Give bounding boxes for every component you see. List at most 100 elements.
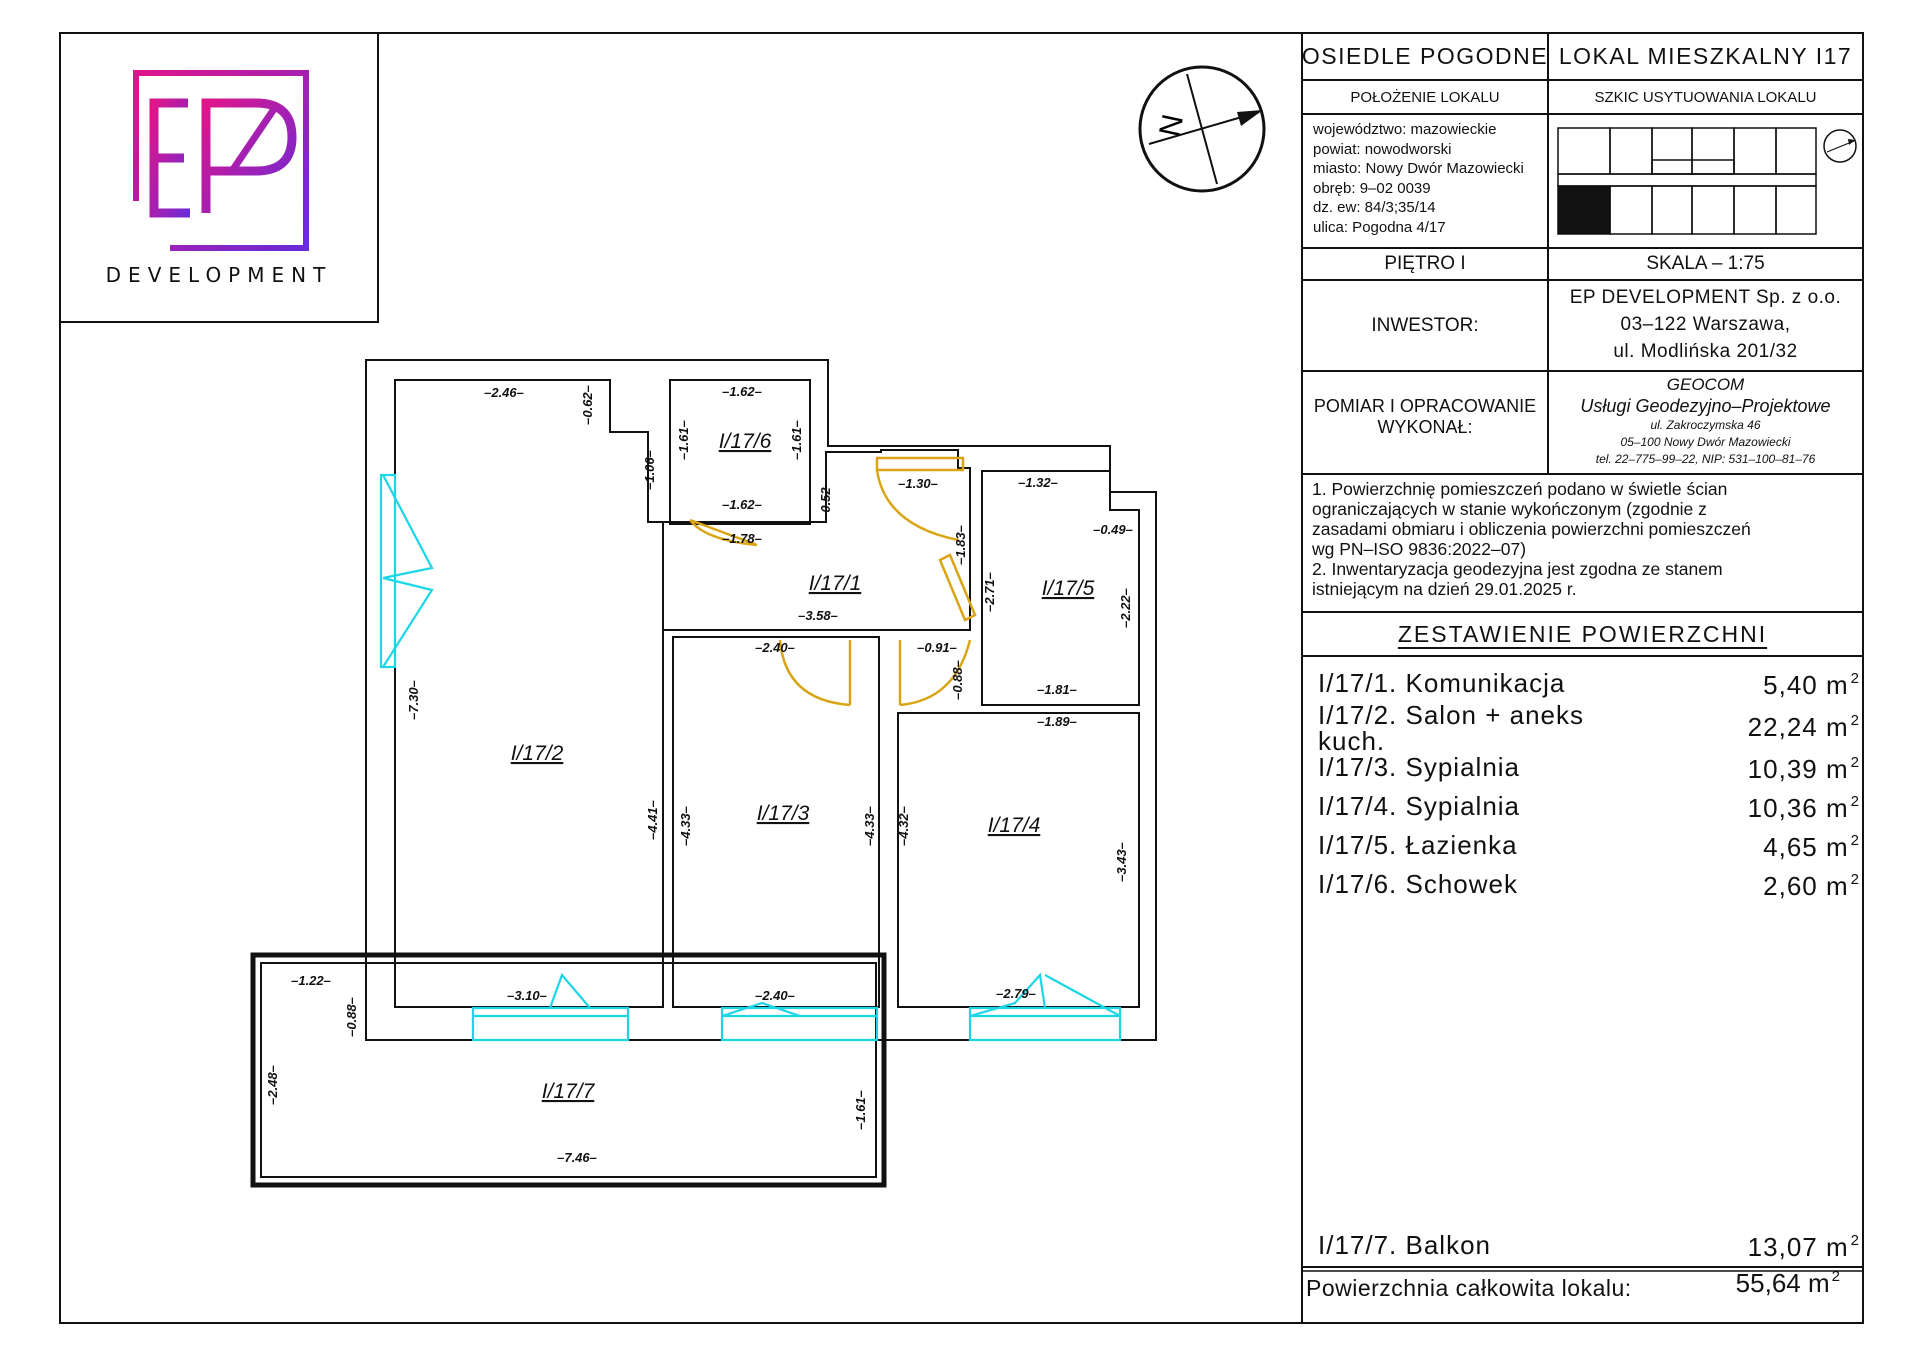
survey-label-line: POMIAR I OPRACOWANIE [1313, 396, 1537, 416]
outer-wall [365, 359, 1157, 1041]
dimension-label: –1.61– [853, 1090, 868, 1130]
dimension-label: –1.30– [898, 476, 938, 491]
door-swing [689, 518, 758, 547]
location-line: miasto: Nowy Dwór Mazowiecki [1313, 160, 1524, 177]
dimension-label: –7.30– [406, 680, 421, 720]
room-name: I/17/5. Łazienka [1318, 830, 1518, 860]
room-name: I/17/3. Sypialnia [1318, 752, 1521, 782]
investor-line: 03–122 Warszawa, [1620, 314, 1791, 335]
room-outline [669, 379, 811, 525]
room-labels: I/17/1I/17/2I/17/3I/17/4I/17/5I/17/6I/17… [511, 430, 1095, 1103]
surveyor-line: Usługi Geodezyjno–Projektowe [1580, 396, 1831, 416]
ep-development-logo: DEVELOPMENT [106, 70, 333, 287]
note-line: 2. Inwentaryzacja geodezyjna jest zgodna… [1312, 559, 1723, 579]
room-label: I/17/4 [988, 814, 1041, 837]
floor-plan: I/17/1I/17/2I/17/3I/17/4I/17/5I/17/6I/17… [250, 359, 1157, 1188]
note-line: 1. Powierzchnię pomieszczeń podano w świ… [1312, 479, 1728, 499]
room-label: I/17/2 [511, 742, 564, 765]
door-swing [778, 639, 852, 707]
room-label: I/17/3 [757, 802, 810, 825]
dimension-label: –1.61– [676, 420, 691, 460]
dimension-label: –1.83– [953, 525, 968, 565]
doors [689, 456, 977, 707]
compass-icon: N [1138, 65, 1266, 193]
window-sash [721, 1001, 801, 1018]
window [379, 473, 397, 669]
dimension-label: –1.62– [722, 384, 762, 399]
location-heading: POŁOŻENIE LOKALU [1350, 88, 1500, 106]
investor-details: EP DEVELOPMENT Sp. z o.o. 03–122 Warszaw… [1548, 284, 1863, 371]
location-line: ulica: Pogodna 4/17 [1313, 218, 1446, 236]
scale-label: SKALA – 1:75 [1646, 253, 1765, 274]
dimension-label: –0.88– [950, 660, 965, 700]
room-label: I/17/5 [1042, 577, 1095, 600]
dimension-label: –7.46– [557, 1150, 597, 1165]
note-line: wg PN–ISO 9836:2022–07) [1312, 539, 1527, 559]
door-swing [938, 553, 977, 622]
room-name: I/17/6. Schowek [1318, 869, 1518, 899]
room-name: I/17/2. Salon + aneks kuch. [1318, 700, 1585, 756]
surveyor-line: 05–100 Nowy Dwór Mazowiecki [1620, 435, 1791, 449]
dimension-label: –0.62– [580, 385, 595, 425]
survey-label-line: WYKONAŁ: [1377, 417, 1473, 437]
location-line: województwo: mazowieckie [1313, 121, 1497, 138]
investor-line: EP DEVELOPMENT Sp. z o.o. [1569, 287, 1842, 308]
summary-title: ZESTAWIENIE POWIERZCHNI [1397, 620, 1768, 647]
balcony-inner-outline [260, 962, 877, 1178]
dimension-label: –2.71– [982, 572, 997, 612]
dimension-label: –2.22– [1118, 588, 1133, 628]
windows [379, 473, 1122, 1042]
dimension-label: –4.33– [678, 806, 693, 846]
logo-caption: DEVELOPMENT [106, 263, 333, 287]
dimension-label: –1.89– [1037, 714, 1077, 729]
dimension-label: –3.58– [798, 608, 838, 623]
note-line: istniejącym na dzień 29.01.2025 r. [1312, 579, 1577, 599]
dimension-label: –4.33– [862, 806, 877, 846]
estate-name: OSIEDLE POGODNE [1301, 43, 1549, 69]
unit-name: LOKAL MIESZKALNY I17 [1558, 43, 1853, 69]
dimension-labels: –2.46––0.62––1.06––1.62––1.61––1.61––1.6… [265, 384, 1133, 1165]
window [968, 1006, 1122, 1042]
location-line: powiat: nowodworski [1313, 140, 1452, 158]
dimension-label: –1.61– [789, 420, 804, 460]
dimension-label: –4.41– [645, 800, 660, 840]
survey-label: POMIAR I OPRACOWANIE WYKONAŁ: [1302, 396, 1548, 448]
door-swing [875, 456, 965, 472]
dimension-label: –2.79– [996, 986, 1036, 1001]
dimension-label: –0.52– [818, 480, 833, 520]
window-sash [969, 972, 1121, 1018]
dimension-label: –2.40– [755, 988, 795, 1003]
dimension-label: –1.81– [1037, 682, 1077, 697]
note-line: ograniczających w stanie wykończonym (zg… [1312, 499, 1707, 519]
room-label: I/17/6 [719, 430, 772, 453]
dimension-label: –4.32– [896, 806, 911, 846]
room-label: I/17/7 [542, 1080, 596, 1103]
room-name: I/17/7. Balkon [1318, 1230, 1491, 1260]
dimension-label: –3.10– [507, 988, 547, 1003]
window-sash [548, 972, 591, 1009]
surveyor-name: GEOCOM [1666, 375, 1745, 394]
door-swing [898, 639, 972, 707]
window [720, 1006, 879, 1042]
room-outline [981, 470, 1140, 706]
dimension-label: –0.88– [344, 997, 359, 1037]
dimension-label: –0.49– [1093, 522, 1133, 537]
dimension-label: –0.91– [917, 640, 957, 655]
door-swing [875, 469, 959, 542]
room-outline [897, 712, 1140, 1008]
dimension-label: –3.43– [1114, 842, 1129, 882]
